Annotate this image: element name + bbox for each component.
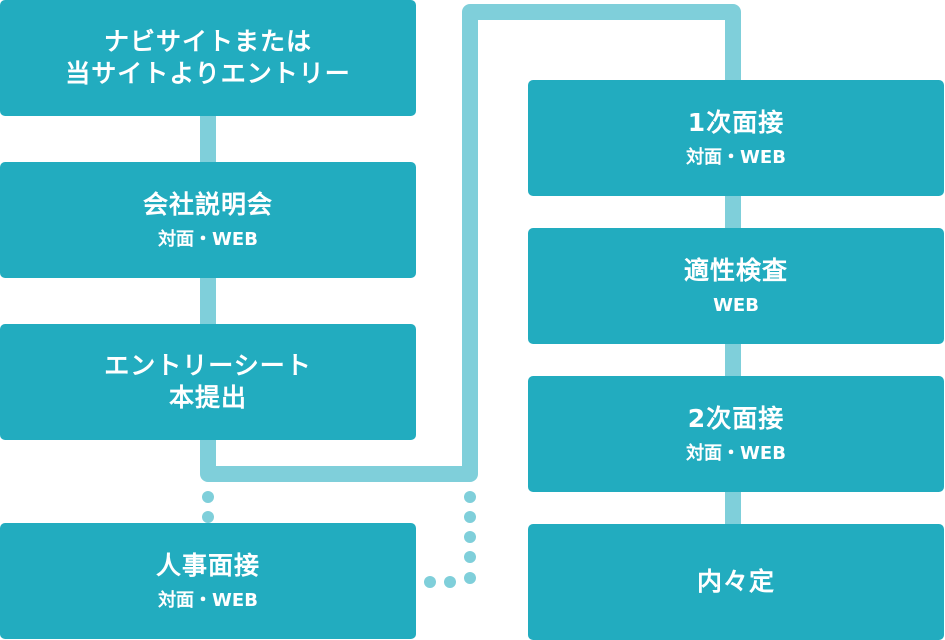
- connector-entrysheet-to-first-interview: [200, 4, 741, 482]
- step-title: 会社説明会: [142, 190, 273, 220]
- dot: [464, 531, 476, 543]
- step-title: 人事面接: [155, 551, 260, 581]
- solid-connector-path: [200, 4, 741, 530]
- dot: [464, 572, 476, 584]
- step-method: 対面・WEB: [158, 228, 258, 250]
- step-title: 2次面接: [687, 404, 785, 434]
- step-method: 対面・WEB: [158, 589, 258, 611]
- step-entry: ナビサイトまたは 当サイトよりエントリー: [0, 0, 416, 116]
- dot: [424, 576, 436, 588]
- step-title: 内々定: [696, 566, 775, 596]
- step-title: ナビサイトまたは: [103, 26, 312, 56]
- dotted-connector-path: [202, 491, 476, 588]
- step-title: 適性検査: [683, 256, 788, 286]
- step-hr-interview: 人事面接 対面・WEB: [0, 523, 416, 639]
- step-method: 対面・WEB: [686, 146, 786, 168]
- dot: [202, 511, 214, 523]
- step-aptitude-test: 適性検査 WEB: [528, 228, 944, 344]
- step-method: WEB: [713, 294, 759, 316]
- step-company-briefing: 会社説明会 対面・WEB: [0, 162, 416, 278]
- step-title: エントリーシート: [104, 350, 312, 380]
- dot: [202, 491, 214, 503]
- step-title-line2: 本提出: [168, 383, 247, 412]
- dot: [464, 551, 476, 563]
- step-entry-sheet: エントリーシート 本提出: [0, 324, 416, 440]
- step-informal-offer: 内々定: [528, 524, 944, 640]
- step-first-interview: 1次面接 対面・WEB: [528, 80, 944, 196]
- step-title-line2: 当サイトよりエントリー: [65, 59, 351, 88]
- dot: [464, 511, 476, 523]
- step-second-interview: 2次面接 対面・WEB: [528, 376, 944, 492]
- dot: [444, 576, 456, 588]
- step-method: 対面・WEB: [686, 442, 786, 464]
- step-title: 1次面接: [687, 108, 785, 138]
- dot: [464, 491, 476, 503]
